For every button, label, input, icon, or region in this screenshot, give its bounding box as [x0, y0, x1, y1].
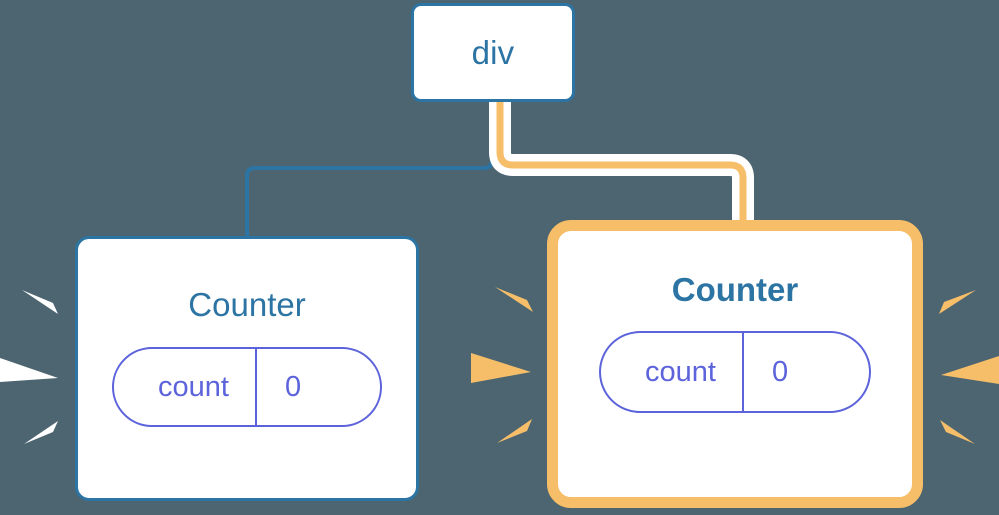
node-div[interactable]: div	[411, 3, 575, 102]
edge-root-to-counter-left	[245, 100, 494, 240]
state-pill-right: count 0	[599, 331, 871, 413]
state-value-right: 0	[771, 355, 789, 388]
state-key-right: count	[645, 355, 716, 388]
state-pill-left-wrap: count 0	[112, 347, 382, 427]
state-pill-right-wrap: count 0	[599, 331, 871, 413]
state-pill-left: count 0	[112, 347, 382, 427]
state-key-cell-right: count	[601, 333, 744, 411]
state-key-left: count	[158, 370, 229, 403]
node-counter-left[interactable]: Counter count 0	[75, 236, 419, 501]
node-counter-right-label: Counter	[671, 271, 799, 308]
state-key-cell-left: count	[114, 349, 257, 425]
state-value-cell-left: 0	[257, 349, 341, 425]
node-counter-left-label: Counter	[188, 286, 306, 323]
node-counter-right[interactable]: Counter count 0	[547, 220, 923, 508]
node-div-label: div	[471, 33, 515, 71]
edge-root-to-counter-right	[496, 102, 747, 240]
state-value-left: 0	[284, 370, 302, 403]
state-value-cell-right: 0	[744, 333, 828, 411]
